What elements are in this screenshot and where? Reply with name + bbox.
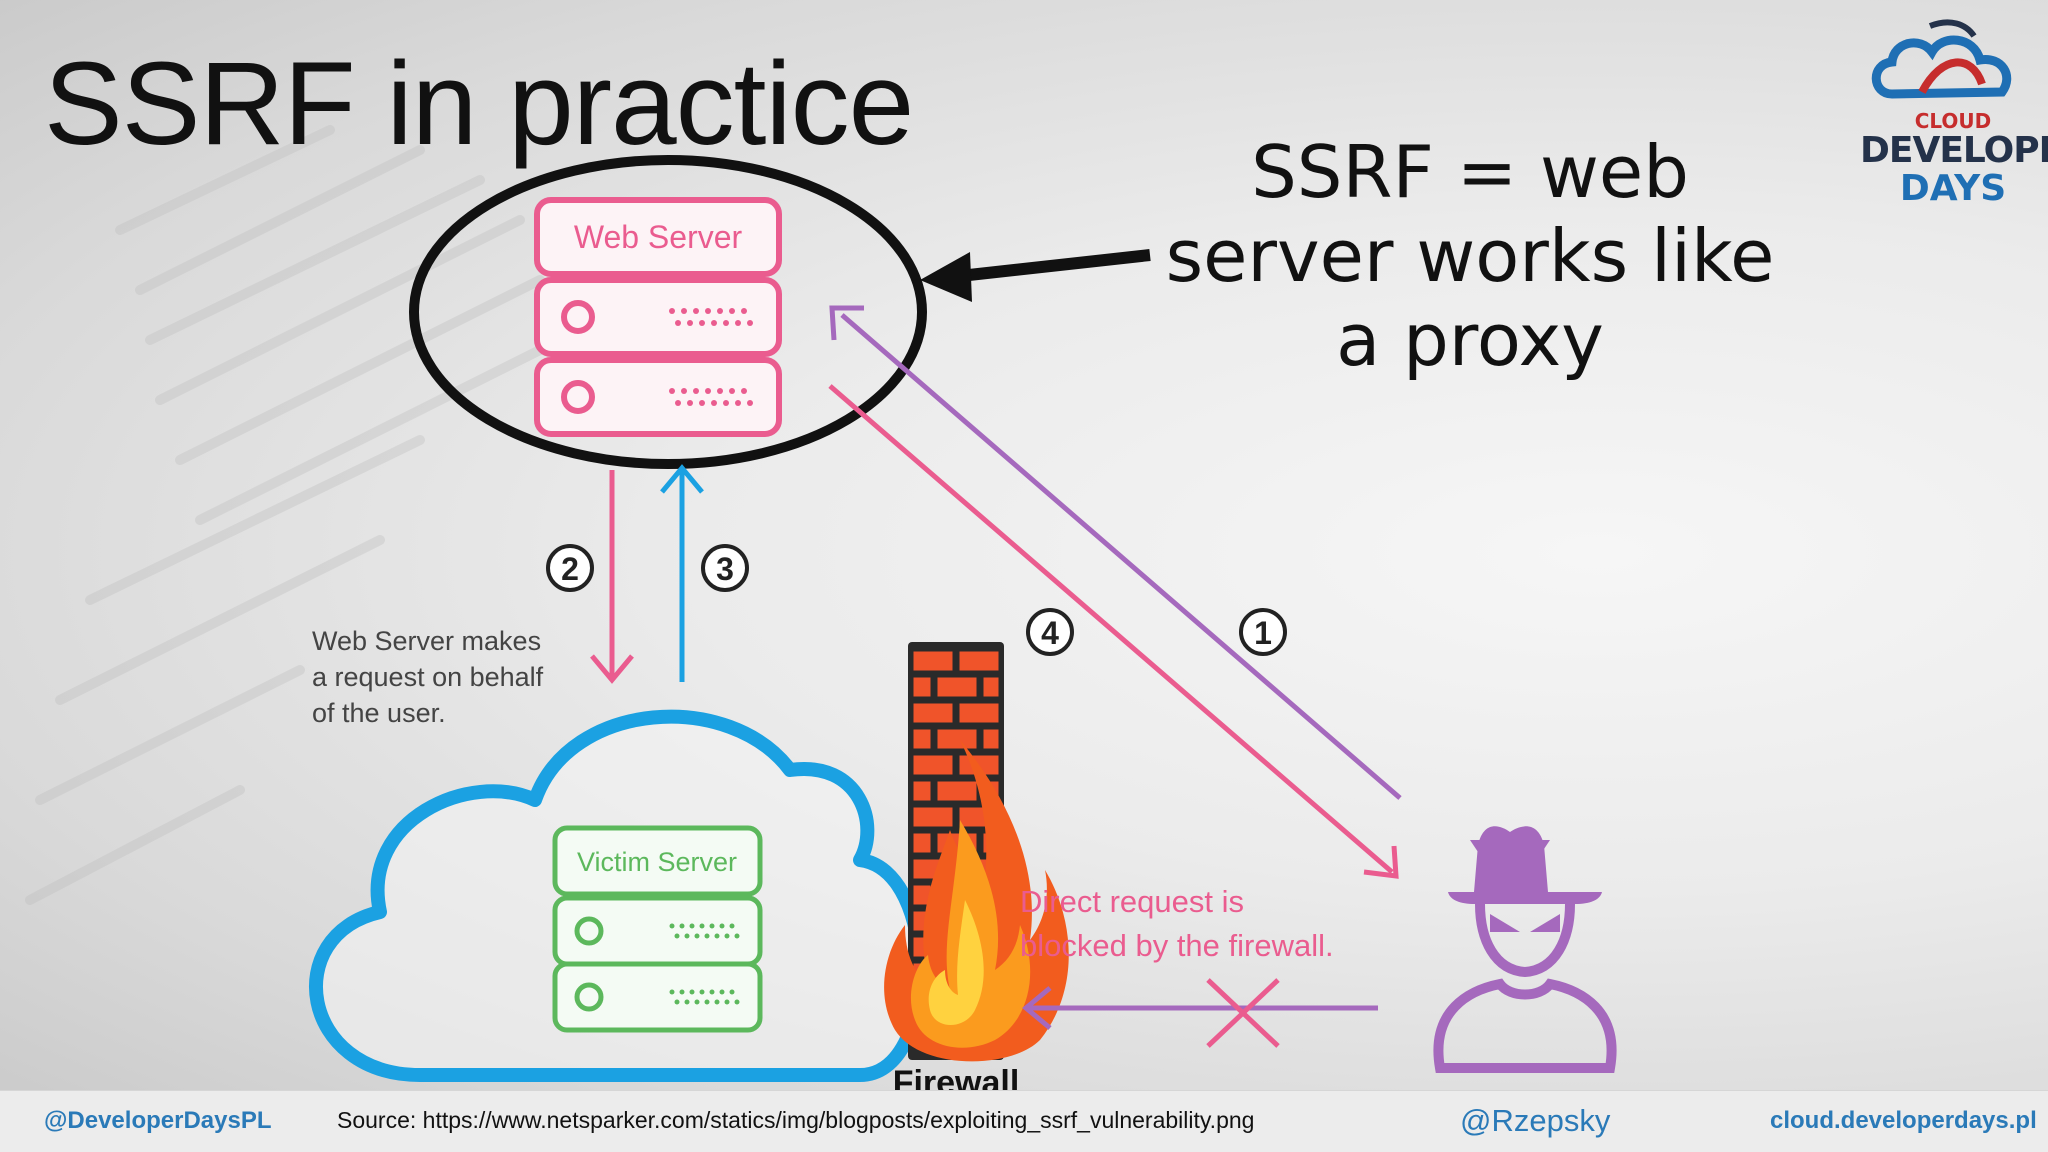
slide-footer: @DeveloperDaysPL Source: https://www.net… xyxy=(0,1090,2048,1152)
logo-text: CLOUD DEVELOPER DAYS xyxy=(1860,109,2048,209)
footer-twitter-handle[interactable]: @DeveloperDaysPL xyxy=(44,1107,272,1134)
step-number-2: 2 xyxy=(561,551,579,587)
attacker-icon xyxy=(1433,826,1617,1073)
note-web-server-line-2: a request on behalf xyxy=(312,662,544,692)
logo-line-days: DAYS xyxy=(1899,168,2007,209)
fire-icon xyxy=(884,740,1069,1062)
note-blocked-line-2: blocked by the firewall. xyxy=(1020,928,1334,963)
logo-line-developer: DEVELOPER xyxy=(1860,130,2048,171)
step-badge-3: 3 xyxy=(701,544,749,592)
note-web-server-line-3: of the user. xyxy=(312,698,446,728)
blocked-direct-arrow xyxy=(1022,978,1378,1048)
victim-server-icon: Victim Server xyxy=(552,825,763,1033)
victim-server-label: Victim Server xyxy=(577,847,737,877)
highlight-ellipse xyxy=(409,155,927,469)
footer-source-link: Source: https://www.netsparker.com/stati… xyxy=(337,1107,1255,1133)
step-badge-2: 2 xyxy=(546,544,594,592)
step-number-1: 1 xyxy=(1254,615,1272,651)
slide-title: SSRF in practice xyxy=(44,38,914,170)
callout-pointer-arrow xyxy=(920,249,1151,302)
step-badge-1: 1 xyxy=(1239,608,1287,656)
step-number-3: 3 xyxy=(716,551,734,587)
arrow-step-2 xyxy=(590,470,634,684)
note-blocked-request: Direct request is blocked by the firewal… xyxy=(1020,884,1334,963)
callout-line-3: a proxy xyxy=(1336,298,1604,382)
arrow-step-4 xyxy=(828,384,1399,879)
step-badge-4: 4 xyxy=(1026,608,1074,656)
logo-line-cloud: CLOUD xyxy=(1914,109,1992,133)
callout-line-1: SSRF = web xyxy=(1251,130,1689,214)
note-web-server-line-1: Web Server makes xyxy=(312,626,541,656)
note-blocked-line-1: Direct request is xyxy=(1020,884,1244,919)
web-server-label: Web Server xyxy=(574,219,743,255)
footer-website-link[interactable]: cloud.developerdays.pl xyxy=(1770,1107,2037,1134)
footer-author-handle[interactable]: @Rzepsky xyxy=(1460,1103,1611,1138)
cloud-developer-days-logo xyxy=(1871,19,2012,99)
step-number-4: 4 xyxy=(1041,615,1059,651)
callout-text: SSRF = web server works like a proxy xyxy=(1160,130,1780,382)
callout-line-2: server works like xyxy=(1165,214,1775,298)
web-server-icon: Web Server xyxy=(534,197,782,437)
note-web-server-request: Web Server makes a request on behalf of … xyxy=(312,626,544,728)
arrow-step-3 xyxy=(660,464,704,682)
arrow-step-1 xyxy=(829,305,1402,800)
